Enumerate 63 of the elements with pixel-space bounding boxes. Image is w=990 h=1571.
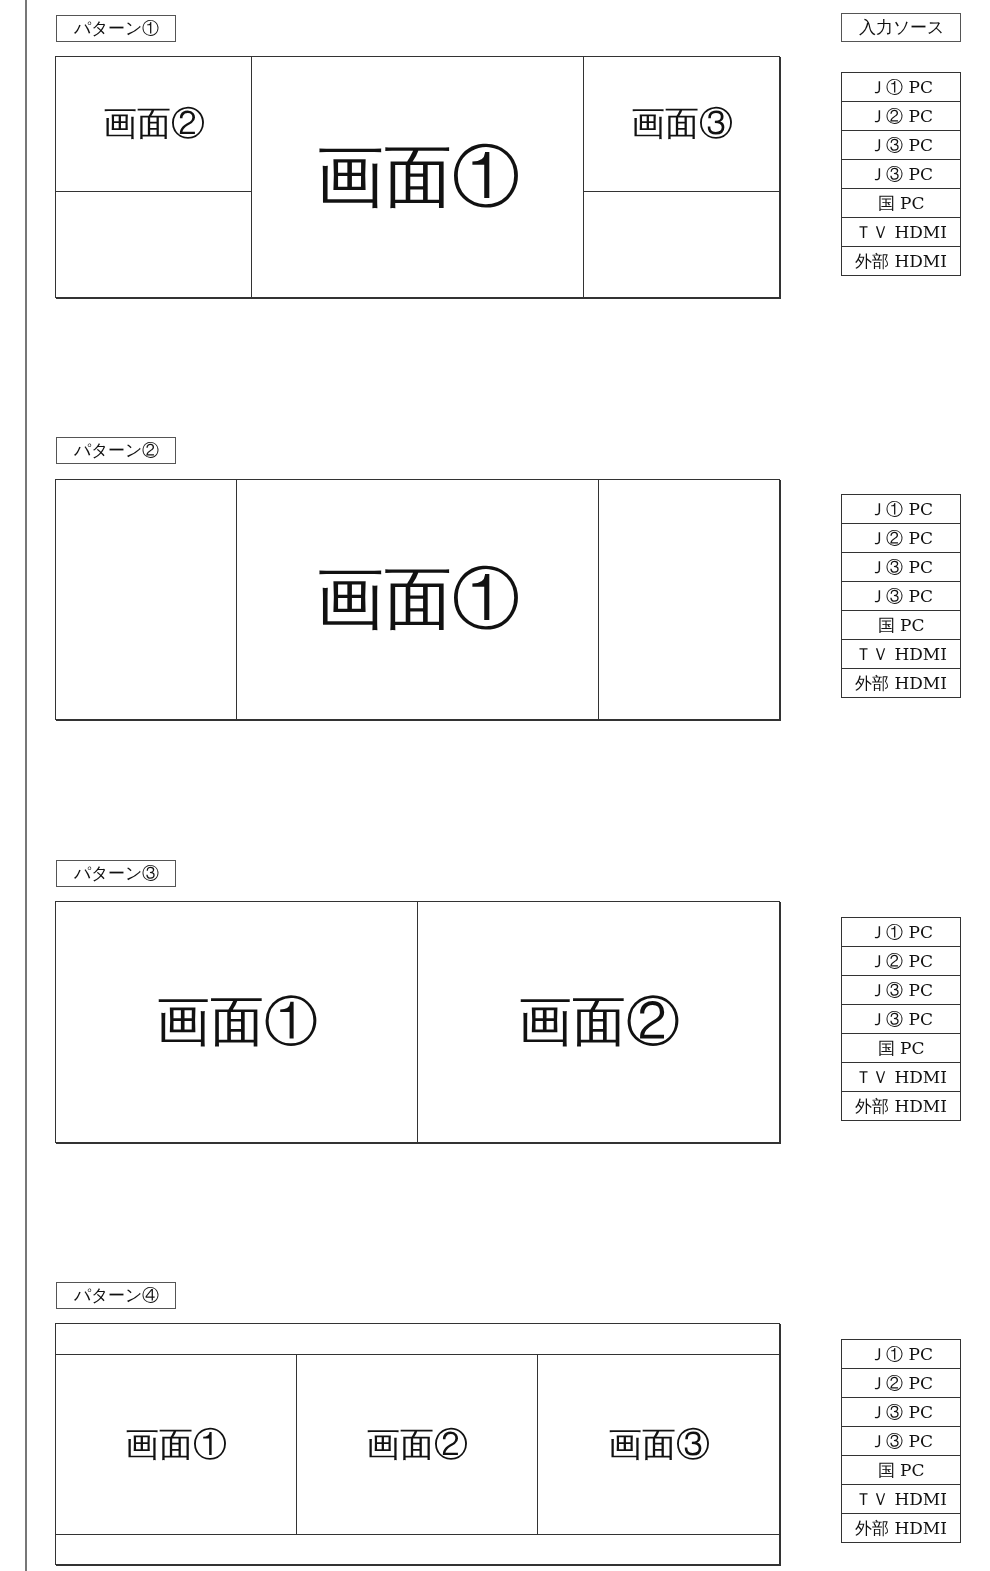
table-cell: 国 PC: [842, 1034, 960, 1063]
tag-label: [56, 1282, 176, 1309]
empty-screen-panel: [598, 479, 780, 720]
panel-label: 画面②: [102, 105, 205, 143]
panel-label: パターン①: [73, 19, 159, 38]
table-cell: Ｊ① PC: [842, 1340, 960, 1369]
panel-label: 画面①: [315, 562, 520, 637]
screen-layout-frame: [56, 902, 781, 1144]
table-cell: Ｊ① PC: [842, 73, 960, 102]
screen-layout-frame: [56, 1324, 781, 1566]
table-cell: Ｊ③ PC: [842, 553, 960, 582]
table-cell: ＴＶ HDMI: [842, 1063, 960, 1092]
empty-screen-panel: [55, 1323, 780, 1355]
panel-label: 画面①: [125, 1425, 227, 1464]
panel-label: パターン②: [73, 441, 159, 460]
tag-label: [841, 13, 961, 42]
panel-label: 画面③: [630, 105, 733, 143]
table-cell: Ｊ③ PC: [842, 131, 960, 160]
table-cell: 外部 HDMI: [842, 669, 960, 698]
table-cell: 国 PC: [842, 611, 960, 640]
panel-label: 画面②: [366, 1425, 468, 1464]
panel-label: 画面③: [607, 1425, 710, 1464]
panel-label: パターン③: [73, 864, 159, 883]
panel-label: パターン④: [73, 1286, 159, 1305]
table-cell: Ｊ② PC: [842, 1369, 960, 1398]
table-cell: ＴＶ HDMI: [842, 640, 960, 669]
screen-panel: [55, 56, 252, 192]
screen-panel: [417, 901, 780, 1143]
table-cell: Ｊ② PC: [842, 524, 960, 553]
tag-label: [56, 15, 176, 42]
table-cell: Ｊ③ PC: [842, 976, 960, 1005]
panel-label: 入力ソース: [858, 18, 944, 37]
table-cell: Ｊ③ PC: [842, 1005, 960, 1034]
screen-layout-frame: [56, 480, 781, 721]
tag-label: [56, 437, 176, 464]
screen-panel: [251, 56, 584, 298]
screen-panel: [236, 479, 599, 720]
table-cell: Ｊ③ PC: [842, 160, 960, 189]
table-cell: 外部 HDMI: [842, 247, 960, 276]
table-cell: 国 PC: [842, 189, 960, 218]
table-cell: 国 PC: [842, 1456, 960, 1485]
panel-label: 画面①: [155, 992, 318, 1052]
empty-screen-panel: [55, 1534, 780, 1565]
table-cell: Ｊ③ PC: [842, 582, 960, 611]
panel-label: 画面②: [517, 992, 680, 1052]
empty-screen-panel: [55, 191, 252, 298]
table-cell: ＴＶ HDMI: [842, 1485, 960, 1514]
table-cell: ＴＶ HDMI: [842, 218, 960, 247]
table-cell: Ｊ③ PC: [842, 1427, 960, 1456]
screen-panel: [583, 56, 780, 192]
table-cell: Ｊ② PC: [842, 102, 960, 131]
panel-label: 画面①: [315, 139, 520, 215]
table-cell: 外部 HDMI: [842, 1514, 960, 1543]
empty-screen-panel: [55, 479, 237, 720]
table-cell: Ｊ③ PC: [842, 1398, 960, 1427]
tag-label: [56, 860, 176, 887]
empty-screen-panel: [583, 191, 780, 298]
table-cell: Ｊ① PC: [842, 495, 960, 524]
screen-layout-frame: [56, 57, 781, 299]
table-cell: Ｊ① PC: [842, 918, 960, 947]
screen-panel: [55, 901, 418, 1143]
table-cell: Ｊ② PC: [842, 947, 960, 976]
table-cell: 外部 HDMI: [842, 1092, 960, 1121]
